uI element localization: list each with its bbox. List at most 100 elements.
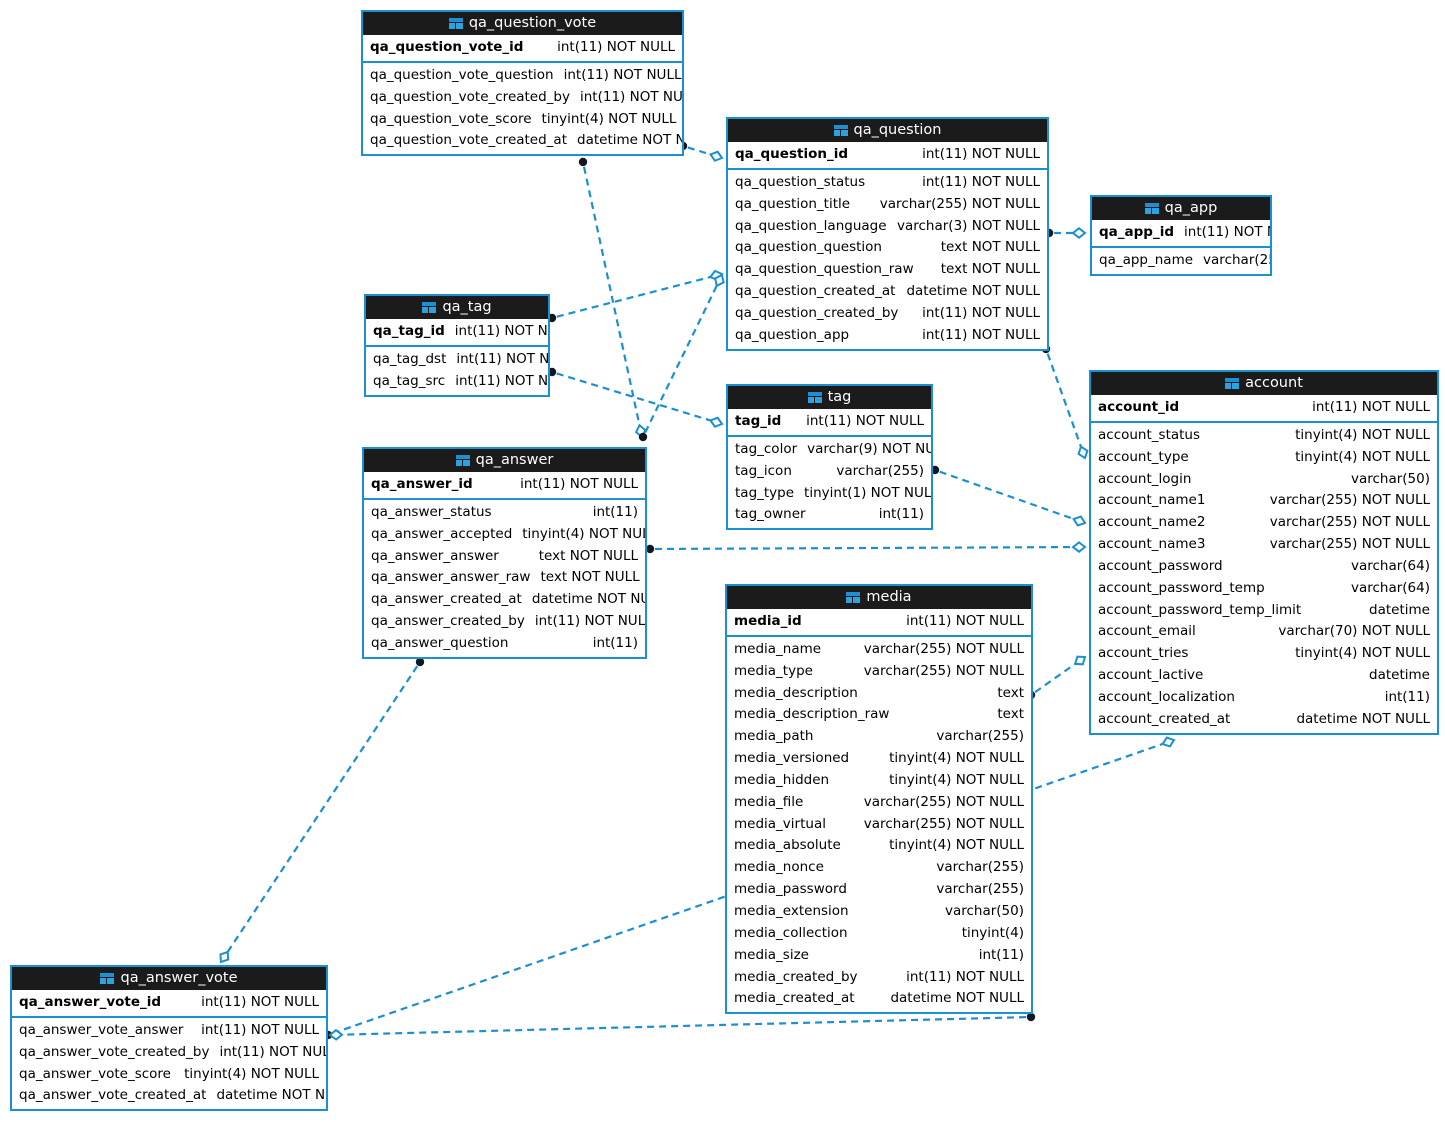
field-name: account_login [1098,470,1192,487]
entity-header[interactable]: qa_tag [366,296,548,319]
field-type: varchar(64) [1350,579,1430,596]
relation-qa_tag-to-qa_question [547,269,724,323]
field-type: varchar(9) NOT NULL [807,440,931,457]
entity-header[interactable]: qa_question [728,119,1047,142]
field-name: media_created_at [734,990,855,1007]
field-type: datetime NOT NULL [577,132,682,149]
entity-title: tag [827,388,852,405]
field-name: media_name [734,640,822,657]
field-name: account_type [1098,448,1189,465]
field-type: int(11) NOT NULL [580,88,683,105]
field-row: qa_answer_accepted tinyint(4) NOT NULL [364,524,645,546]
field-type: int(11) NOT NULL [201,1021,319,1038]
field-name: qa_answer_vote_score [19,1065,171,1082]
entity-title: qa_question_vote [468,14,597,31]
table-icon [807,391,822,403]
entity-header[interactable]: qa_question_vote [363,12,682,35]
field-name: account_name1 [1098,492,1206,509]
field-name: qa_answer_id [371,476,473,492]
field-type: int(11) NOT NULL [922,304,1040,321]
field-row: qa_question_question text NOT NULL [728,237,1047,259]
entity-header[interactable]: media [727,586,1031,609]
field-row: account_tries tinyint(4) NOT NULL [1091,643,1437,665]
field-type: varchar(64) [1350,557,1430,574]
field-name: qa_question_question [735,239,882,256]
field-type: text NOT NULL [940,239,1040,256]
field-type: varchar(255) [836,462,924,479]
entity-header[interactable]: qa_answer_vote [12,967,326,990]
field-type: varchar(255) NOT NULL [1269,514,1430,531]
field-type: text NOT NULL [538,547,638,564]
field-type: int(11) NOT NULL [534,613,647,630]
field-type: tinyint(1) NOT NULL [804,484,933,501]
field-name: account_tries [1098,645,1189,662]
field-type: int(11) NOT NULL [922,173,1040,190]
field-type: datetime [1369,601,1430,618]
field-name: account_password [1098,557,1223,574]
entity-header[interactable]: qa_answer [364,449,645,472]
field-name: qa_answer_answer_raw [371,569,531,586]
field-type: int(11) NOT NULL [520,476,638,492]
field-name: qa_question_question_raw [735,261,914,278]
field-type: text [997,706,1024,723]
field-name: qa_answer_question [371,634,509,651]
field-name: media_collection [734,924,848,941]
field-name: qa_answer_vote_created_by [19,1043,210,1060]
field-type: tinyint(4) [961,924,1024,941]
field-type: tinyint(4) NOT NULL [522,525,647,542]
field-type: tinyint(4) NOT NULL [1295,426,1430,443]
field-name: qa_question_vote_created_at [370,132,568,149]
field-row: account_password varchar(64) [1091,556,1437,578]
entity-header[interactable]: account [1091,372,1437,395]
entity-header[interactable]: tag [728,386,931,409]
field-type: int(11) [878,506,924,523]
table-icon [833,124,848,136]
field-name: qa_answer_accepted [371,525,513,542]
field-name: media_versioned [734,750,850,767]
field-type: int(11) [978,946,1024,963]
field-type: varchar(255) NOT NULL [1269,536,1430,553]
entity-title: qa_tag [442,298,492,315]
field-name: tag_icon [735,462,792,479]
table-icon [1144,202,1159,214]
field-name: media_absolute [734,837,841,854]
field-name: qa_question_created_at [735,283,896,300]
entity-table-qa_answer[interactable]: qa_answer qa_answer_id int(11) NOT NULL qa_… [362,447,647,659]
field-type: tinyint(4) NOT NULL [1295,645,1430,662]
field-row: qa_question_vote_created_at datetime NOT … [363,130,682,152]
field-name: account_lactive [1098,667,1204,684]
entity-header[interactable]: qa_app [1092,197,1270,220]
